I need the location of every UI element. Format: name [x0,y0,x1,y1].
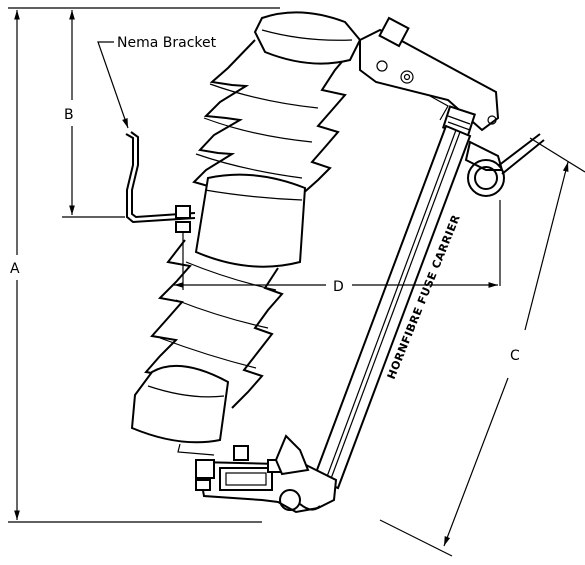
porcelain-insulator [130,11,362,456]
dimension-c-label: C [510,348,520,364]
upper-contact [359,16,500,137]
mounting-bolt [175,205,191,290]
nema-bracket-callout: Nema Bracket [97,35,217,129]
dimension-b-label: B [64,107,74,123]
dimension-a-label: A [10,261,20,277]
dimension-d-label: D [333,279,344,295]
fuse-carrier-tube: HORNFIBRE FUSE CARRIER [312,124,472,490]
pull-ring [464,133,545,197]
lower-contact [195,434,338,514]
dimension-c: C [379,137,585,557]
nema-bracket [125,131,196,224]
dimension-d: D [174,200,501,295]
dimension-b: B [62,10,125,218]
nema-bracket-label: Nema Bracket [117,35,217,51]
dimension-a: A [8,7,280,523]
